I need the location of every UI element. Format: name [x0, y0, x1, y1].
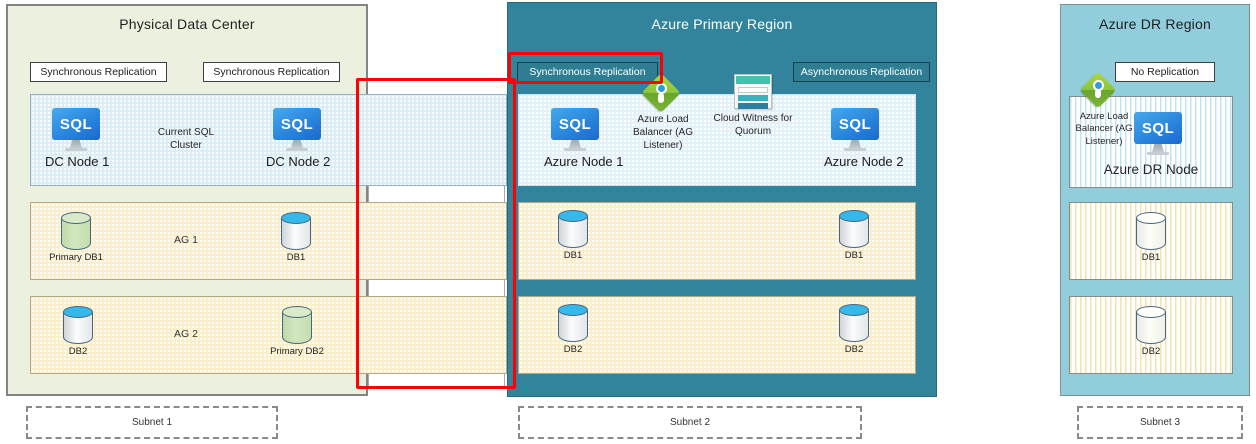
dc-node-2: SQL DC Node 2: [266, 108, 331, 169]
db2-item-primary-right: DB2: [822, 304, 886, 355]
database-icon: [281, 212, 311, 250]
db-label: DB2: [563, 344, 583, 355]
primary-db1-item: Primary DB1: [44, 212, 108, 263]
ag1-band-left: [30, 202, 507, 280]
db-label: Primary DB2: [270, 346, 324, 357]
database-icon: [1136, 212, 1166, 250]
monitor-stand-icon: [291, 140, 303, 148]
async-replication-tag: Asynchronous Replication: [793, 62, 930, 82]
db-label: DB1: [844, 250, 864, 261]
database-icon: [1136, 306, 1166, 344]
current-sql-cluster-caption: Current SQL Cluster: [157, 127, 215, 151]
ag2-band-left: [30, 296, 507, 374]
node-label: Azure Node 1: [544, 154, 624, 169]
monitor-stand-icon: [70, 140, 82, 148]
monitor-base-icon: [564, 148, 586, 151]
azure-node-1: SQL Azure Node 1: [544, 108, 624, 169]
db-label: DB2: [1141, 346, 1161, 357]
monitor-base-icon: [844, 148, 866, 151]
database-icon: [558, 304, 588, 342]
subnet-1-box: Subnet 1: [26, 406, 278, 439]
cloud-witness-icon: [734, 74, 772, 109]
db1-item-primary-left: DB1: [541, 210, 605, 261]
database-icon: [61, 212, 91, 250]
db1-item-dr: DB1: [1119, 212, 1183, 263]
db-label: DB1: [563, 250, 583, 261]
sql-icon: SQL: [831, 108, 879, 140]
dc-node-1: SQL DC Node 1: [45, 108, 110, 169]
highlight-rectangle-sync-label: [508, 52, 663, 84]
db1-item-physical: DB1: [264, 212, 328, 263]
primary-region-title: Azure Primary Region: [651, 16, 793, 32]
cloud-witness-label: Cloud Witness for Quorum: [713, 113, 793, 137]
monitor-base-icon: [65, 148, 87, 151]
load-balancer-icon-dr: [1079, 71, 1117, 109]
node-label: DC Node 1: [45, 154, 110, 169]
monitor-stand-icon: [569, 140, 581, 148]
ag1-label: AG 1: [174, 234, 198, 246]
node-label: Azure Node 2: [824, 154, 904, 169]
database-icon: [839, 304, 869, 342]
physical-region-title: Physical Data Center: [119, 16, 255, 32]
monitor-stand-icon: [849, 140, 861, 148]
monitor-base-icon: [1147, 152, 1169, 155]
azure-node-2: SQL Azure Node 2: [824, 108, 904, 169]
highlight-rectangle-bridge: [356, 78, 516, 389]
db-label: DB2: [844, 344, 864, 355]
db2-item-dr: DB2: [1119, 306, 1183, 357]
ag2-label: AG 2: [174, 328, 198, 340]
database-icon: [63, 306, 93, 344]
monitor-base-icon: [286, 148, 308, 151]
sync-replication-tag-1: Synchronous Replication: [30, 62, 167, 82]
database-icon: [282, 306, 312, 344]
database-icon: [839, 210, 869, 248]
database-icon: [558, 210, 588, 248]
primary-db2-item: Primary DB2: [265, 306, 329, 357]
db-label: DB2: [68, 346, 88, 357]
node-label: DC Node 2: [266, 154, 331, 169]
load-balancer-label: Azure Load Balancer (AG Listener): [632, 114, 694, 151]
load-balancer-icon: [641, 73, 681, 113]
load-balancer-label-dr: Azure Load Balancer (AG Listener): [1075, 111, 1133, 147]
monitor-stand-icon: [1152, 144, 1164, 152]
db2-item-primary-left: DB2: [541, 304, 605, 355]
sql-icon: SQL: [273, 108, 321, 140]
db-label: DB1: [286, 252, 306, 263]
sql-icon: SQL: [1134, 112, 1182, 144]
azure-dr-node-label: Azure DR Node: [1103, 162, 1199, 177]
db1-item-primary-right: DB1: [822, 210, 886, 261]
subnet-2-box: Subnet 2: [518, 406, 862, 439]
subnet-3-box: Subnet 3: [1077, 406, 1243, 439]
sql-icon: SQL: [551, 108, 599, 140]
cluster-band-left: [30, 94, 507, 186]
db-label: Primary DB1: [49, 252, 103, 263]
sql-icon: SQL: [52, 108, 100, 140]
azure-dr-node: SQL: [1128, 112, 1188, 155]
db-label: DB1: [1141, 252, 1161, 263]
sync-replication-tag-2: Synchronous Replication: [203, 62, 340, 82]
no-replication-tag: No Replication: [1115, 62, 1215, 82]
dr-region-title: Azure DR Region: [1099, 16, 1211, 32]
db2-item-physical: DB2: [46, 306, 110, 357]
